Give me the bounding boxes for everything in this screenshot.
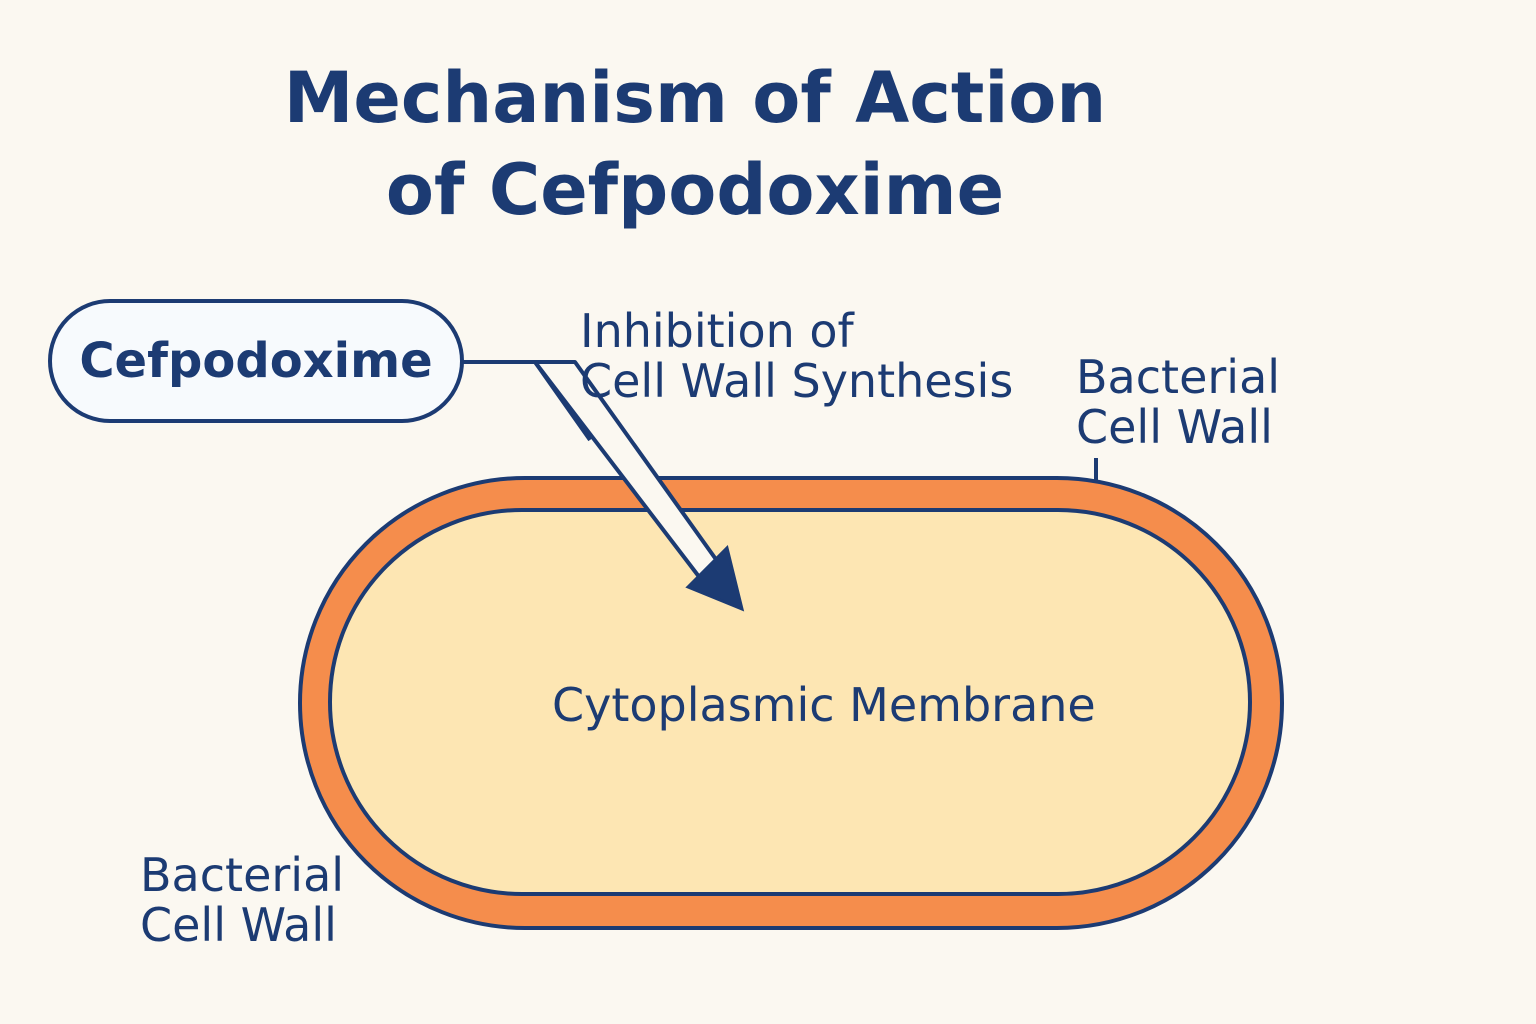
- inhibition-label: Inhibition of Cell Wall Synthesis: [580, 306, 1013, 406]
- arrow-head-icon: [685, 545, 745, 612]
- inhibition-line-1: Inhibition of: [580, 304, 854, 358]
- cell-wall-label-bottom: Bacterial Cell Wall: [140, 850, 344, 950]
- cell-wall-label-top: Bacterial Cell Wall: [1076, 352, 1280, 452]
- title-line-2: of Cefpodoxime: [385, 149, 1005, 231]
- title-line-1: Mechanism of Action: [283, 57, 1107, 139]
- cell-wall-top-line-1: Bacterial: [1076, 350, 1281, 404]
- cell-wall-top-line-2: Cell Wall: [1076, 400, 1273, 454]
- drug-label: Cefpodoxime: [79, 333, 433, 389]
- cell-wall-bottom-line-2: Cell Wall: [140, 898, 337, 952]
- cell-wall-bottom-line-1: Bacterial: [140, 848, 345, 902]
- page-title: Mechanism of Action of Cefpodoxime: [0, 52, 1390, 236]
- cytoplasmic-membrane-label: Cytoplasmic Membrane: [552, 678, 1096, 732]
- inhibition-line-2: Cell Wall Synthesis: [580, 354, 1014, 408]
- cytoplasm: [328, 508, 1252, 896]
